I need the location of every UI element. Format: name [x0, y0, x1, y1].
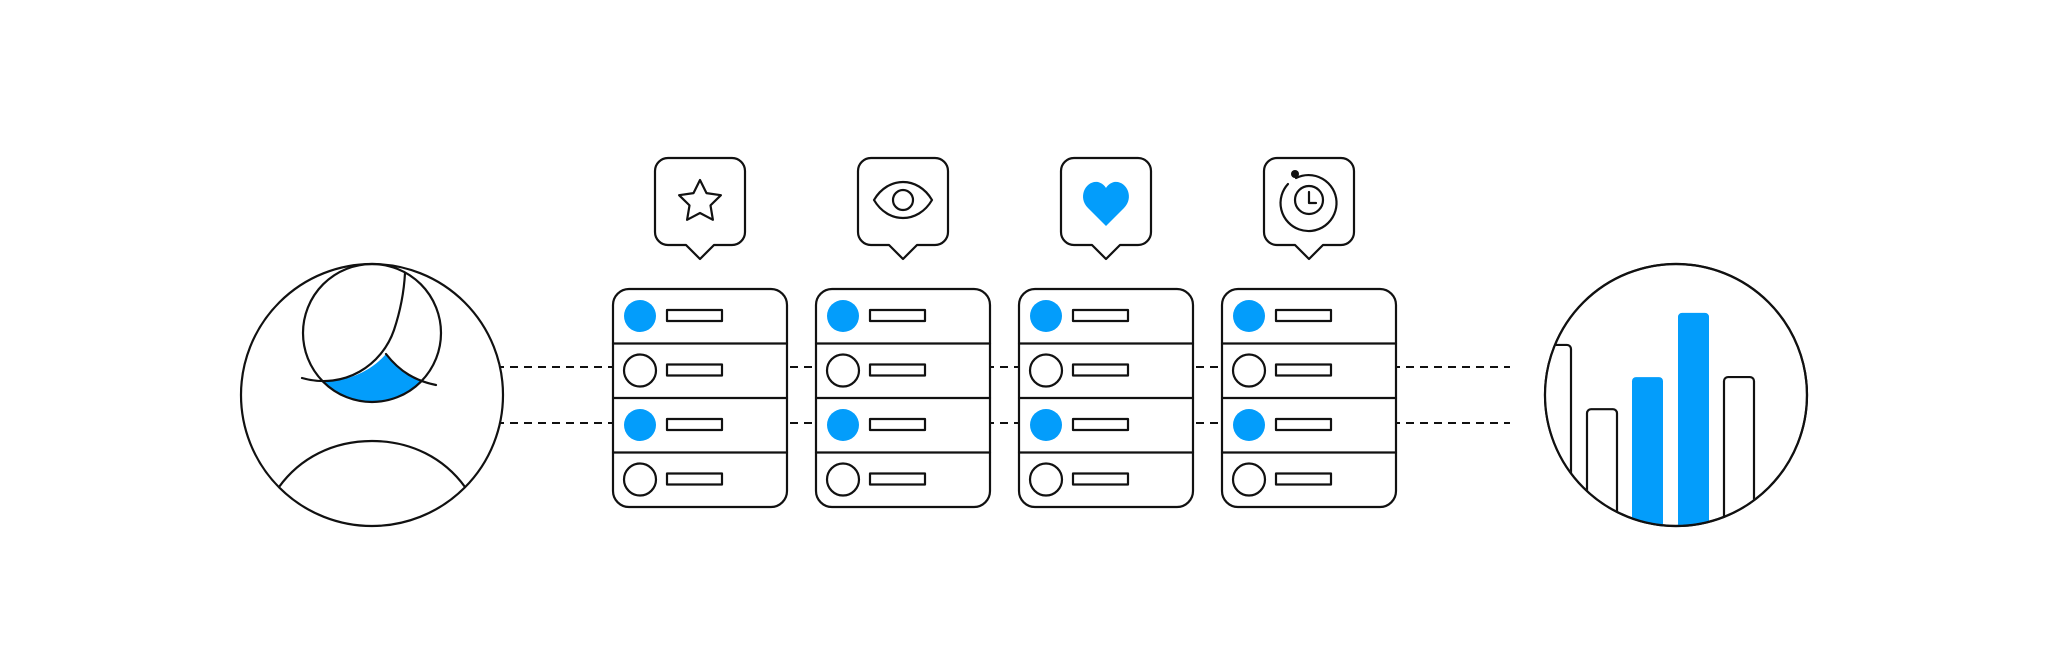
stage-2 [814, 156, 992, 509]
placeholder-bar [1274, 363, 1333, 377]
placeholder-bar [665, 417, 724, 432]
record-row [611, 342, 789, 388]
placeholder-bar [665, 363, 724, 377]
chart-bar-highlighted [1632, 377, 1663, 525]
status-dot-filled [624, 300, 656, 332]
record-row [814, 451, 992, 497]
record-row [814, 342, 992, 388]
placeholder-bar [868, 472, 927, 486]
placeholder-bar [868, 363, 927, 377]
placeholder-bar [665, 472, 724, 486]
chart-bar-highlighted [1678, 312, 1709, 525]
record-row [611, 396, 789, 441]
status-dot-empty [1231, 462, 1267, 497]
status-dot-filled [1233, 300, 1265, 332]
heart-icon [1083, 181, 1129, 226]
status-dot-filled [827, 409, 859, 441]
status-dot-empty [1028, 462, 1064, 497]
placeholder-bar [868, 417, 927, 432]
record-row [611, 451, 789, 497]
chart-bar [1722, 375, 1756, 525]
record-row [1017, 396, 1195, 441]
record-row [1220, 451, 1398, 497]
record-card [1017, 287, 1195, 509]
placeholder-bar [1274, 308, 1333, 323]
status-dot-empty [1231, 353, 1267, 388]
placeholder-bar [1071, 472, 1130, 486]
star-icon [677, 178, 723, 221]
record-row [1233, 300, 1333, 332]
placeholder-bar [1274, 417, 1333, 432]
record-row [1017, 451, 1195, 497]
record-row [1030, 300, 1130, 332]
placeholder-bar [868, 308, 927, 323]
record-card [1220, 287, 1398, 509]
eye-icon [872, 180, 934, 220]
placeholder-bar [1071, 417, 1130, 432]
stage-4 [1220, 156, 1398, 509]
placeholder-bar [1274, 472, 1333, 486]
record-row [1017, 342, 1195, 388]
status-dot-empty [825, 462, 861, 497]
icon-bubble [1262, 156, 1356, 261]
stage-1 [611, 156, 789, 509]
placeholder-bar [1071, 308, 1130, 323]
record-row [624, 300, 724, 332]
status-dot-filled [624, 409, 656, 441]
icon-bubble [856, 156, 950, 261]
icon-bubble [1059, 156, 1153, 261]
status-dot-filled [1030, 409, 1062, 441]
placeholder-bar [1071, 363, 1130, 377]
icon-bubble [653, 156, 747, 261]
record-row [1220, 342, 1398, 388]
status-dot-empty [622, 462, 658, 497]
placeholder-bar [665, 308, 724, 323]
status-dot-filled [827, 300, 859, 332]
stage-3 [1017, 156, 1195, 509]
chart-bar [1585, 408, 1619, 525]
status-dot-filled [1233, 409, 1265, 441]
record-card [814, 287, 992, 509]
bar-chart-icon [1543, 262, 1809, 528]
record-card [611, 287, 789, 509]
record-row [814, 396, 992, 441]
record-row [827, 300, 927, 332]
status-dot-empty [1028, 353, 1064, 388]
status-dot-empty [622, 353, 658, 388]
status-dot-filled [1030, 300, 1062, 332]
clock-refresh-icon [1279, 170, 1338, 233]
record-row [1220, 396, 1398, 441]
user-avatar-icon [239, 262, 505, 528]
status-dot-empty [825, 353, 861, 388]
